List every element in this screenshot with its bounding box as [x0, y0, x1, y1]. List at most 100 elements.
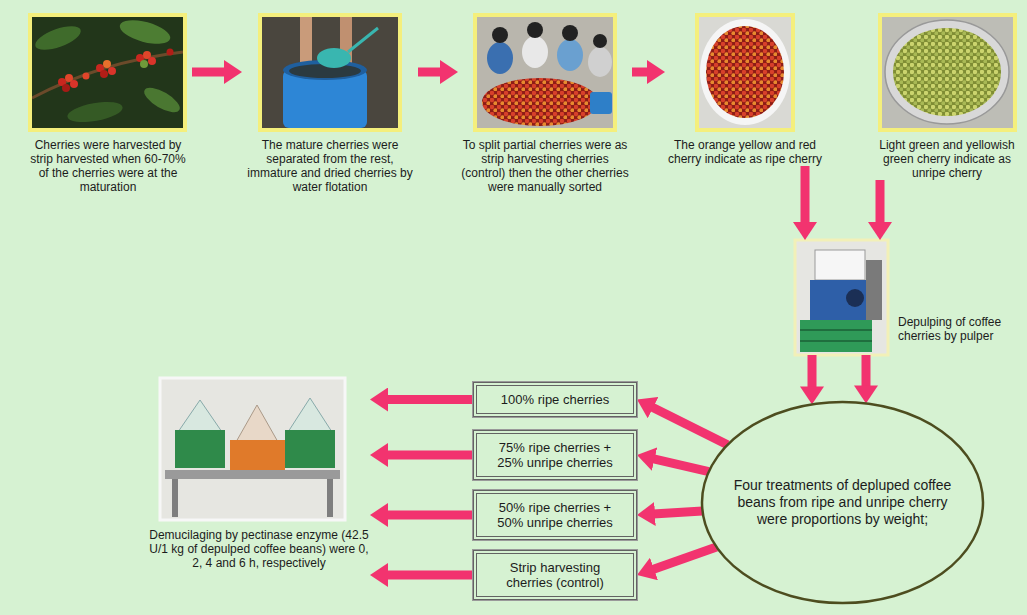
photo-step: Cherries were harvested by strip harvest…	[24, 15, 192, 194]
box-text: Strip harvesting cherries (control)	[485, 560, 625, 590]
demucilaging-photo-part	[172, 479, 178, 517]
manual-sorting-photo-part	[590, 92, 612, 114]
manual-sorting-photo-part	[588, 47, 612, 77]
photo-area	[30, 15, 185, 130]
unripe-cherry-bowl-photo-part	[880, 15, 1015, 130]
caption-text: Depulping of coffee cherries by pulper	[898, 315, 1018, 343]
caption-text: The mature cherries were separated from …	[242, 138, 418, 194]
photo-area	[697, 15, 793, 130]
pulper-step: Depulping of coffee cherries by pulper	[793, 240, 1023, 355]
treatment-box: 100% ripe cherries	[473, 382, 637, 417]
caption-text: Cherries were harvested by strip harvest…	[24, 138, 192, 194]
cherry-branch-photo-part	[108, 67, 116, 75]
pulper-photo-part	[846, 289, 864, 307]
demucilage-step: Demucilaging by pectinase enzyme (42.5 U…	[148, 378, 370, 600]
photo-area	[795, 240, 888, 355]
manual-sorting-photo-part	[522, 36, 548, 68]
cherry-branch-photo-part	[117, 16, 172, 49]
ripe-cherry-bowl-photo-part	[700, 19, 790, 125]
cherry-branch-photo-part	[140, 60, 148, 68]
cherry-branch-photo-part	[83, 73, 90, 80]
manual-sorting-photo-part	[562, 25, 578, 41]
ellipse-text: Four treatments of depluped coffee beans…	[723, 477, 963, 528]
cherry-branch-photo-part	[32, 52, 183, 98]
demucilaging-photo	[160, 378, 345, 520]
photo-area	[880, 15, 1015, 130]
box-text: 75% ripe cherries + 25% unripe cherries	[485, 440, 625, 470]
photo-step: The mature cherries were separated from …	[242, 15, 418, 194]
unripe-cherry-bowl-photo-part	[893, 28, 1001, 116]
manual-sorting-photo-part	[593, 34, 607, 48]
manual-sorting-photo-part	[487, 42, 513, 74]
flow-arrow	[632, 68, 649, 77]
pulper-photo-part	[795, 240, 888, 355]
caption-text: Demucilaging by pectinase enzyme (42.5 U…	[148, 528, 370, 570]
cherry-branch-photo-part	[100, 70, 108, 78]
flow-arrow	[386, 511, 473, 520]
manual-sorting-photo-part	[475, 15, 615, 130]
ripe-cherry-bowl-photo	[697, 15, 793, 130]
water-flotation-photo-part	[260, 15, 400, 130]
ripe-cherry-bowl-photo-part	[697, 15, 793, 130]
cherry-branch-photo-part	[66, 98, 124, 125]
pulper-photo	[795, 240, 888, 355]
flow-arrow	[653, 511, 703, 514]
unripe-cherry-bowl-photo-part	[880, 15, 1015, 130]
demucilaging-photo-part	[230, 440, 285, 470]
water-flotation-photo-part	[260, 15, 400, 130]
flow-arrow	[653, 459, 709, 472]
box-text: 50% ripe cherries + 50% unripe cherries	[485, 500, 625, 530]
photo-step: To split partial cherries were as strip …	[458, 15, 632, 194]
cherry-branch-photo-part	[148, 57, 156, 65]
flow-arrow	[808, 355, 817, 388]
treatment-box: 50% ripe cherries + 50% unripe cherries	[473, 490, 637, 540]
flow-arrow	[876, 180, 885, 224]
flow-arrow	[801, 166, 810, 224]
demucilaging-photo-part	[236, 405, 278, 442]
pulper-photo-part	[795, 240, 888, 355]
ellipse-shape	[702, 402, 983, 603]
cherry-branch-photo	[30, 15, 185, 130]
manual-sorting-photo-part	[475, 15, 615, 130]
flow-arrow	[386, 571, 473, 580]
treatment-ellipse: Four treatments of depluped coffee beans…	[700, 400, 985, 605]
manual-sorting-photo-part	[527, 22, 543, 38]
flow-arrow	[418, 68, 442, 77]
flow-arrow	[862, 355, 871, 387]
cherry-branch-photo-part	[32, 21, 83, 54]
manual-sorting-photo-part	[482, 78, 598, 126]
pulper-photo-part	[866, 260, 882, 320]
unripe-cherry-bowl-photo	[880, 15, 1015, 130]
pulper-photo-part	[815, 250, 865, 280]
box-text: 100% ripe cherries	[485, 392, 625, 407]
photo-area	[475, 15, 615, 130]
caption-text: To split partial cherries were as strip …	[458, 138, 632, 194]
water-flotation-photo-part	[317, 48, 351, 68]
ripe-cherry-bowl-photo-part	[706, 26, 784, 118]
flow-arrow	[386, 451, 473, 460]
pulper-photo-part	[800, 320, 872, 352]
demucilaging-photo-part	[160, 378, 345, 520]
cherry-branch-photo-part	[30, 15, 185, 130]
cherry-branch-photo-part	[70, 80, 78, 88]
demucilaging-photo-part	[327, 479, 333, 517]
pulper-photo-part	[800, 340, 872, 342]
treatment-box: 75% ripe cherries + 25% unripe cherries	[473, 430, 637, 480]
flow-arrow	[386, 395, 473, 404]
demucilaging-photo-part	[160, 378, 345, 520]
cherry-branch-photo-part	[167, 49, 174, 56]
photo-step: Light green and yellowish green cherry i…	[872, 15, 1022, 180]
photo-area	[160, 378, 345, 520]
manual-sorting-photo-part	[492, 27, 508, 43]
caption-text: Light green and yellowish green cherry i…	[872, 138, 1022, 180]
manual-sorting-photo	[475, 15, 615, 130]
flow-arrow	[651, 407, 727, 445]
water-flotation-photo-part	[348, 28, 378, 52]
water-flotation-photo	[260, 15, 400, 130]
photo-area	[260, 15, 400, 130]
unripe-cherry-bowl-photo-part	[885, 20, 1009, 124]
cherry-branch-photo-part	[30, 15, 185, 130]
pulper-photo-part	[810, 280, 870, 320]
caption-text: The orange yellow and red cherry indicat…	[665, 138, 825, 166]
